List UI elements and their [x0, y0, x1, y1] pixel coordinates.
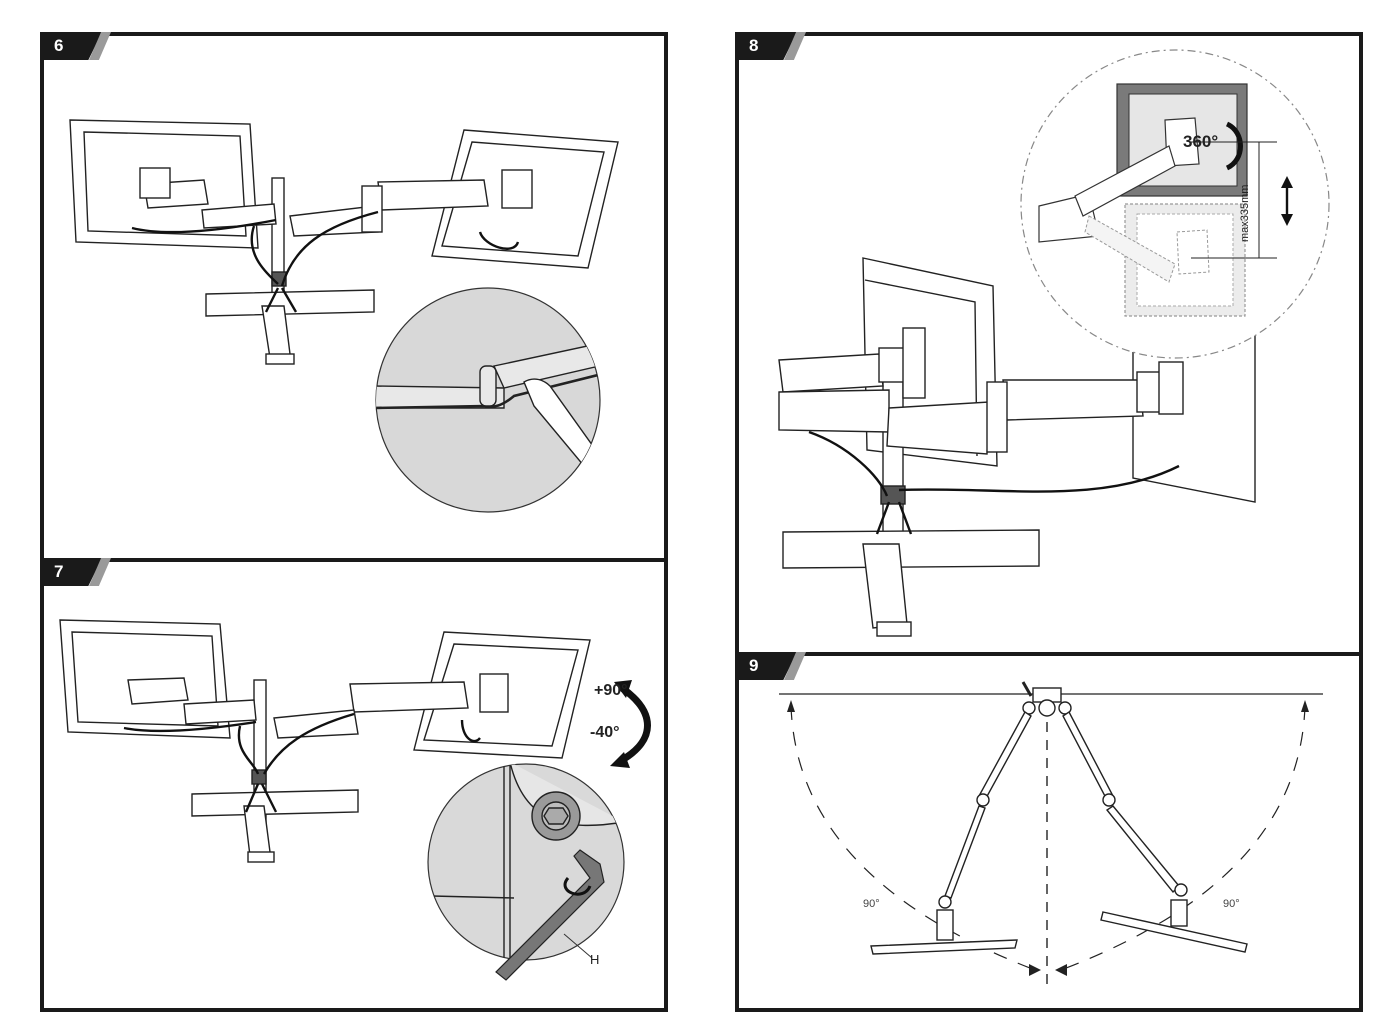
right-swivel-label: 90°: [1223, 898, 1240, 910]
tilt-arrow-icon: [619, 685, 651, 764]
hex-key-label: H: [590, 952, 600, 967]
right-swivel-arc: [1060, 705, 1306, 971]
right-monitor-top: [1100, 911, 1248, 953]
dual-monitor-arm-illustration: [69, 119, 619, 513]
rotation-height-detail-circle: [1020, 49, 1330, 359]
hex-key-icon: [495, 849, 605, 981]
left-swivel-label: 90°: [863, 898, 880, 910]
step-6-panel: 6: [40, 32, 668, 562]
rotate-arrow-icon: [1225, 121, 1243, 171]
side-view-arm-illustration: [778, 49, 1330, 637]
left-monitor-top: [870, 939, 1018, 955]
height-adjust-arrow-icon: [1281, 176, 1293, 226]
step-number-badge: 8: [735, 32, 797, 60]
step-8-panel: 8: [735, 32, 1363, 656]
left-swivel-arc: [790, 705, 1036, 971]
cable-channel-detail-circle: [375, 287, 601, 513]
desk: [782, 529, 1040, 569]
step-7-panel: 7: [40, 558, 668, 1012]
step-9-panel: 9 90°: [735, 652, 1363, 1012]
tilt-down-label: -40°: [590, 724, 620, 741]
tilt-up-label: +90°: [594, 682, 628, 699]
dual-monitor-arm-illustration: [59, 619, 651, 981]
rotation-label: 360°: [1183, 132, 1219, 151]
step-number-badge: 6: [40, 32, 102, 60]
desk: [191, 789, 359, 817]
height-range-label: max335mm: [1239, 184, 1251, 242]
hex-key-detail-circle: [427, 763, 625, 981]
top-view-swivel-diagram: [779, 681, 1323, 992]
